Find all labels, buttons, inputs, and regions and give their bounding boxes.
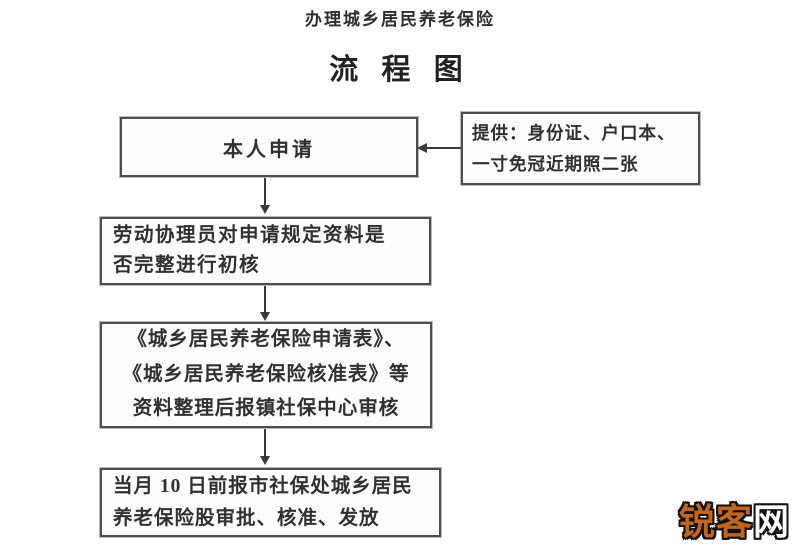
step-personal-application-box: 本人申请 bbox=[120, 117, 418, 177]
step-town-center-review-box: 《城乡居民养老保险申请表》、 《城乡居民养老保险核准表》等 资料整理后报镇社保中… bbox=[100, 322, 432, 428]
site-watermark: 锐客网 bbox=[679, 502, 790, 542]
arrow-down-2-icon bbox=[260, 286, 270, 321]
step-initial-check-line-2: 否完整进行初核 bbox=[113, 255, 261, 276]
arrow-down-3-icon bbox=[260, 429, 270, 465]
step-initial-check-line-1: 劳动协理员对申请规定资料是 bbox=[113, 224, 387, 246]
step-personal-application-text: 本人申请 bbox=[223, 138, 315, 161]
step-town-center-review-line-3: 资料整理后报镇社保中心审核 bbox=[132, 398, 400, 420]
watermark-text-part2: 网 bbox=[753, 501, 791, 542]
required-documents-line-1: 提供：身份证、户口本、 bbox=[472, 122, 676, 143]
page-title: 办理城乡居民养老保险 bbox=[305, 10, 495, 29]
required-documents-line-2: 一寸免冠近期照二张 bbox=[472, 153, 639, 174]
step-town-center-review-line-1: 《城乡居民养老保险申请表》、 bbox=[127, 328, 405, 350]
arrow-down-1-icon bbox=[260, 178, 270, 214]
step-town-center-review-line-2: 《城乡居民养老保险核准表》等 bbox=[122, 363, 410, 385]
step-initial-check-box: 劳动协理员对申请规定资料是 否完整进行初核 bbox=[100, 217, 431, 285]
step-city-approval-box: 当月 10 日前报市社保处城乡居民 养老保险股审批、核准、发放 bbox=[100, 468, 441, 537]
arrow-left-from-note-icon bbox=[417, 143, 461, 153]
step-city-approval-line-2: 养老保险股审批、核准、发放 bbox=[113, 507, 380, 529]
required-documents-note-box: 提供：身份证、户口本、 一寸免冠近期照二张 bbox=[461, 112, 700, 185]
page-subtitle: 流 程 图 bbox=[329, 54, 471, 86]
step-city-approval-line-1: 当月 10 日前报市社保处城乡居民 bbox=[113, 476, 413, 498]
watermark-text-part1: 锐客 bbox=[679, 501, 754, 542]
